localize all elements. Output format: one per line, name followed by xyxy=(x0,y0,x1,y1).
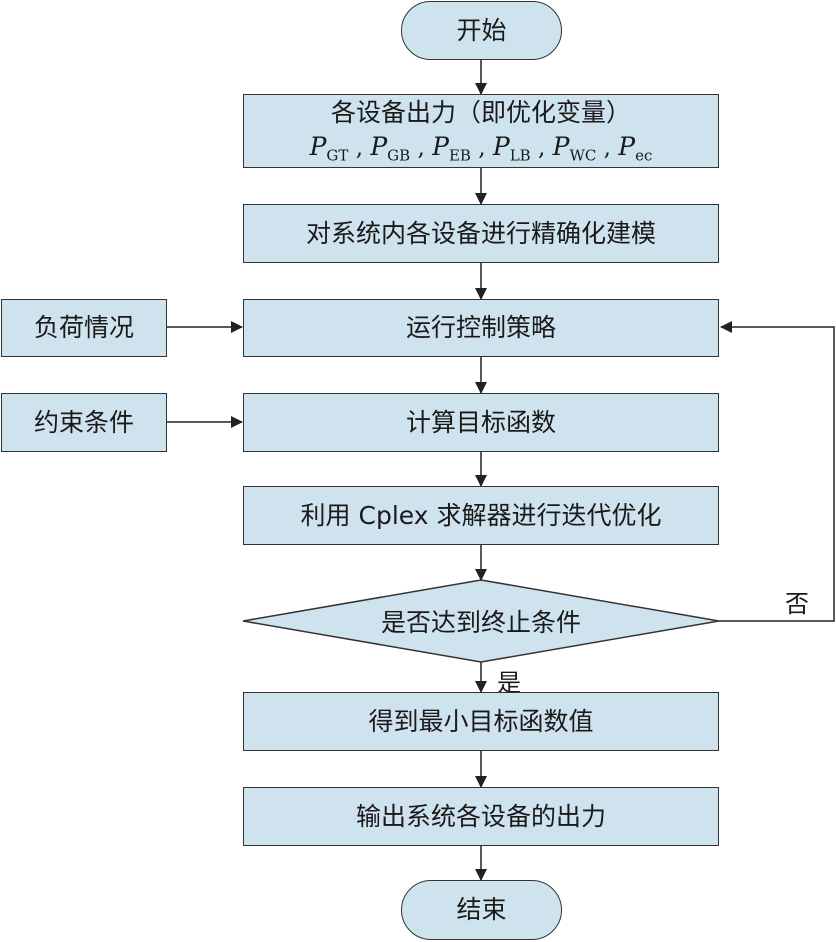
constraints-input-label: 约束条件 xyxy=(33,407,134,437)
modeling-label: 对系统内各设备进行精确化建模 xyxy=(305,218,656,248)
var-base: P xyxy=(552,131,570,161)
var-base: P xyxy=(309,131,327,161)
var-sub: ec xyxy=(635,146,653,165)
start-label: 开始 xyxy=(456,15,507,45)
constraints-input-box: 约束条件 xyxy=(1,393,167,452)
var-sub: LB xyxy=(509,146,531,165)
var-sub: WC xyxy=(569,146,597,165)
objective-label: 计算目标函数 xyxy=(405,407,556,437)
cplex-box: 利用 Cplex 求解器进行迭代优化 xyxy=(243,486,719,545)
final-output-box: 输出系统各设备的出力 xyxy=(243,787,719,846)
min-value-label: 得到最小目标函数值 xyxy=(368,706,594,736)
start-node: 开始 xyxy=(401,1,562,60)
var-sub: EB xyxy=(448,146,471,165)
optimization-variables: PGT , PGB , PEB , PLB , PWC , Pec xyxy=(309,131,653,165)
var-sub: GB xyxy=(387,146,411,165)
var-base: P xyxy=(618,131,636,161)
device-outputs-title: 各设备出力（即优化变量） xyxy=(330,97,631,127)
decision-label: 是否达到终止条件 xyxy=(380,608,581,637)
final-output-label: 输出系统各设备的出力 xyxy=(355,801,606,831)
var-base: P xyxy=(370,131,388,161)
end-label: 结束 xyxy=(456,895,507,924)
arrow-no-loop xyxy=(719,321,835,622)
end-node: 结束 xyxy=(401,880,562,940)
strategy-label: 运行控制策略 xyxy=(405,313,556,342)
var-sub: GT xyxy=(326,146,349,165)
objective-box: 计算目标函数 xyxy=(243,393,719,452)
var-base: P xyxy=(492,131,510,161)
modeling-box: 对系统内各设备进行精确化建模 xyxy=(243,204,719,263)
min-value-box: 得到最小目标函数值 xyxy=(243,692,719,751)
cplex-label: 利用 Cplex 求解器进行迭代优化 xyxy=(300,500,662,530)
strategy-box: 运行控制策略 xyxy=(243,299,719,357)
no-label: 否 xyxy=(785,590,809,618)
load-input-label: 负荷情况 xyxy=(33,313,134,342)
device-outputs-box: 各设备出力（即优化变量） PGT , PGB , PEB , PLB , PWC… xyxy=(243,94,719,168)
var-base: P xyxy=(432,131,449,161)
load-input-box: 负荷情况 xyxy=(1,299,167,357)
